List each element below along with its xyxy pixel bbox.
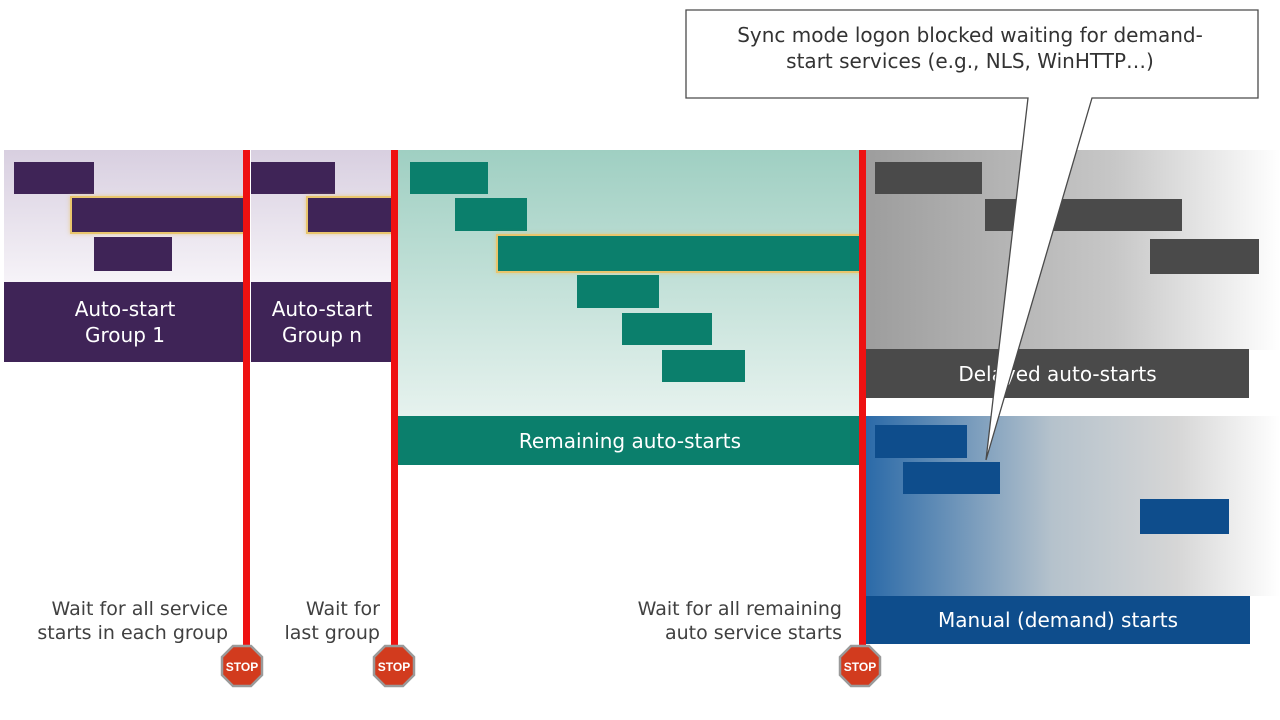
remaining-service-bar: [622, 313, 712, 345]
wait-line-each-group: [243, 150, 250, 645]
delayed-service-bar: [875, 162, 982, 194]
wait-last-group-note-line1: Wait for: [305, 598, 380, 620]
groupn-label-line2: Group n: [282, 323, 362, 347]
callout-text: Sync mode logon blocked waiting for dema…: [690, 22, 1250, 74]
wait-each-group-note: Wait for all service starts in each grou…: [20, 597, 228, 646]
stop-sign-icon: STOP: [220, 644, 264, 688]
groupn-label: Auto-start Group n: [251, 282, 393, 362]
group1-service-bar-critical: [72, 198, 244, 232]
wait-last-group-note: Wait for last group: [262, 597, 381, 646]
stop-sign-label: STOP: [378, 660, 410, 674]
delayed-label: Delayed auto-starts: [866, 349, 1249, 398]
stop-sign-icon: STOP: [838, 644, 882, 688]
wait-line-last-group: [391, 150, 398, 645]
wait-line-remaining: [859, 150, 866, 645]
group1-label-line2: Group 1: [85, 323, 165, 347]
remaining-service-bar: [662, 350, 745, 382]
stop-sign-label: STOP: [226, 660, 258, 674]
wait-each-group-note-line1: Wait for all service: [51, 598, 228, 620]
delayed-service-bar: [1150, 239, 1259, 274]
wait-each-group-note-line2: starts in each group: [37, 622, 228, 645]
manual-label: Manual (demand) starts: [866, 596, 1250, 644]
stop-sign-label: STOP: [844, 660, 876, 674]
group1-label-line1: Auto-start: [74, 297, 176, 321]
groupn-service-bar: [251, 162, 335, 194]
wait-last-group-note-line2: last group: [284, 622, 381, 645]
remaining-label: Remaining auto-starts: [398, 416, 862, 465]
stop-sign-icon: STOP: [372, 644, 416, 688]
group1-service-bar: [14, 162, 94, 194]
callout-text-line2: start services (e.g., NLS, WinHTTP…): [786, 49, 1154, 73]
manual-service-bar: [1140, 499, 1229, 534]
wait-remaining-note-line1: Wait for all remaining: [637, 598, 842, 620]
manual-service-bar: [875, 425, 967, 458]
group1-label: Auto-start Group 1: [4, 282, 246, 362]
groupn-label-line1: Auto-start: [271, 297, 373, 321]
manual-service-bar: [903, 462, 1000, 494]
groupn-service-bar-critical: [308, 198, 393, 232]
remaining-service-bar: [455, 198, 527, 231]
remaining-service-bar-critical: [498, 236, 860, 271]
group1-service-bar: [94, 237, 172, 271]
wait-remaining-note: Wait for all remaining auto service star…: [610, 597, 842, 646]
callout-text-line1: Sync mode logon blocked waiting for dema…: [737, 23, 1203, 47]
remaining-service-bar: [410, 162, 488, 194]
remaining-service-bar: [577, 275, 659, 308]
wait-remaining-note-line2: auto service starts: [664, 622, 842, 645]
